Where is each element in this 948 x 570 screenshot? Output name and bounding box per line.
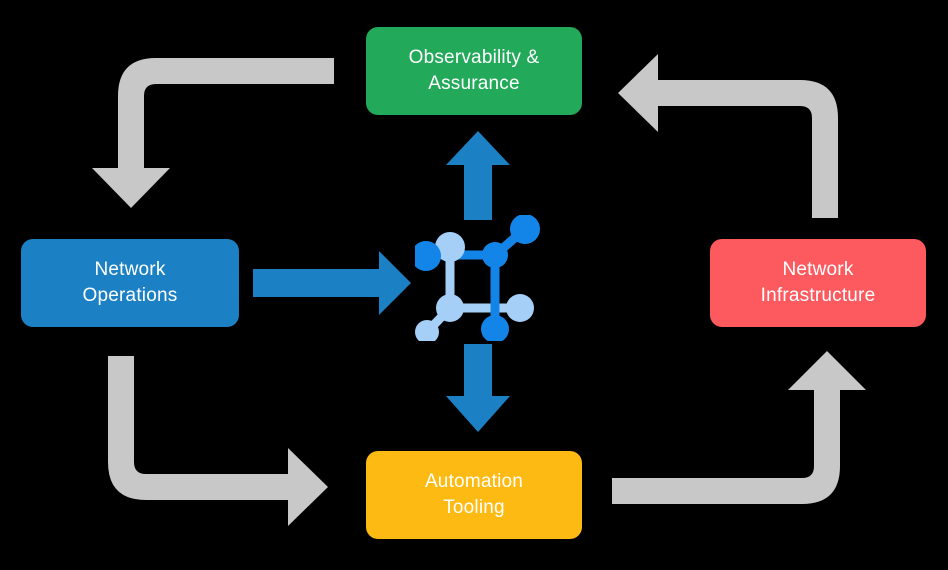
node-box-automation-tooling[interactable]: Automation Tooling <box>366 451 582 539</box>
gray-arrow-automation-to-infrastructure <box>612 351 866 504</box>
node-label-observability: Observability & Assurance <box>408 47 540 94</box>
network-topology-icon <box>415 215 540 341</box>
node-label-network-infrastructure: Network Infrastructure <box>760 259 876 306</box>
blue-arrow-operations-to-center <box>253 251 411 315</box>
node-label-automation-tooling: Automation Tooling <box>424 471 524 518</box>
gray-arrow-observability-to-operations <box>92 58 334 208</box>
node-box-network-infrastructure[interactable]: Network Infrastructure <box>710 239 926 327</box>
node-box-network-operations[interactable]: Network Operations <box>21 239 239 327</box>
node-label-network-operations: Network Operations <box>82 259 178 306</box>
gray-arrow-operations-to-automation <box>108 356 328 526</box>
node-box-observability[interactable]: Observability & Assurance <box>366 27 582 115</box>
blue-arrow-center-to-automation <box>446 344 510 432</box>
gray-arrow-infrastructure-to-observability <box>618 54 838 218</box>
blue-arrow-center-to-observability <box>446 131 510 220</box>
